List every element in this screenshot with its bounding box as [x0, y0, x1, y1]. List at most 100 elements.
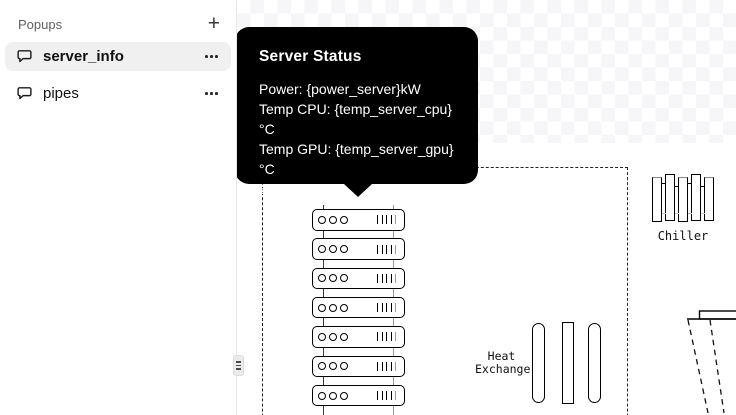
- popups-sidebar: Popups + server_info: [0, 0, 237, 415]
- vent-line-icon: [377, 361, 378, 371]
- chiller-fin: [678, 176, 688, 222]
- heat-exchanger-label: Heat Exchanger: [475, 349, 537, 376]
- chiller-symbol[interactable]: Chiller: [652, 174, 714, 246]
- vent-line-icon: [381, 332, 383, 342]
- led-indicator-icon: [329, 215, 337, 224]
- tooltip-line-power: Power: {power_server}kW: [259, 81, 421, 97]
- heat-exchanger-label-line1: Heat: [487, 349, 516, 363]
- popup-item-label: server_info: [43, 48, 124, 65]
- led-indicator-icon: [329, 391, 337, 400]
- vent-line-icon: [386, 273, 387, 283]
- cooling-tower-symbol[interactable]: [680, 305, 736, 415]
- vent-line-icon: [390, 332, 392, 342]
- tooltip-tail-icon: [344, 184, 372, 197]
- led-indicator-icon: [340, 362, 348, 371]
- led-indicator-icon: [318, 303, 326, 312]
- chiller-tick: [662, 213, 666, 214]
- led-indicator-icon: [340, 303, 348, 312]
- vent-line-icon: [390, 273, 392, 283]
- tower-dashed-side: [709, 319, 725, 414]
- led-indicator-icon: [318, 332, 326, 341]
- item-menu-button[interactable]: [203, 51, 220, 62]
- grip-line-icon: [236, 368, 241, 370]
- chiller-fin: [652, 176, 662, 222]
- add-popup-button[interactable]: +: [207, 12, 220, 35]
- vent-line-icon: [386, 332, 387, 342]
- popup-list: server_info pipes: [0, 42, 236, 108]
- dot-icon: [210, 92, 213, 95]
- led-indicator-icon: [329, 245, 337, 254]
- server-unit: [312, 384, 405, 407]
- heat-exchanger-label-line2: Exchanger: [475, 362, 538, 376]
- heat-exchanger-tube: [532, 323, 545, 403]
- comment-bubble-icon: [16, 48, 33, 65]
- vent-line-icon: [381, 391, 383, 401]
- heat-exchanger-tube: [588, 323, 601, 403]
- vent-line-icon: [386, 361, 387, 371]
- led-indicator-icon: [318, 362, 326, 371]
- sidebar-title: Popups: [18, 16, 63, 32]
- vent-line-icon: [390, 244, 392, 254]
- dot-icon: [205, 92, 208, 95]
- server-unit: [312, 238, 405, 260]
- led-indicator-icon: [340, 215, 348, 224]
- dot-icon: [215, 92, 218, 95]
- tower-dashed-side: [687, 319, 709, 414]
- sidebar-item-server-info[interactable]: server_info: [5, 42, 231, 71]
- led-indicator-icon: [340, 274, 348, 283]
- vent-line-icon: [381, 303, 383, 313]
- grip-line-icon: [236, 361, 241, 363]
- dot-icon: [205, 55, 208, 58]
- vent-line-icon: [395, 273, 396, 283]
- chiller-tick: [675, 213, 679, 214]
- sidebar-header: Popups +: [0, 0, 236, 34]
- vent-line-icon: [377, 391, 378, 401]
- vent-line-icon: [381, 215, 383, 225]
- vent-line-icon: [377, 332, 378, 342]
- vent-line-icon: [395, 244, 396, 254]
- server-unit: [312, 296, 405, 319]
- led-indicator-icon: [329, 362, 337, 371]
- vent-line-icon: [386, 391, 387, 401]
- sidebar-resize-handle[interactable]: [233, 355, 244, 376]
- chiller-fin: [691, 174, 701, 221]
- item-menu-button[interactable]: [203, 88, 220, 99]
- vent-line-icon: [395, 303, 396, 313]
- led-indicator-icon: [329, 274, 337, 283]
- sidebar-item-pipes[interactable]: pipes: [5, 79, 231, 108]
- led-indicator-icon: [340, 391, 348, 400]
- server-unit: [312, 355, 405, 377]
- vent-line-icon: [390, 391, 392, 401]
- server-unit: [312, 326, 405, 348]
- led-indicator-icon: [329, 332, 337, 341]
- vent-line-icon: [386, 215, 387, 225]
- comment-bubble-icon: [16, 85, 33, 102]
- led-indicator-icon: [318, 391, 326, 400]
- chiller-fin: [665, 174, 675, 221]
- chiller-tick: [662, 183, 666, 184]
- led-indicator-icon: [318, 215, 326, 224]
- vent-line-icon: [377, 303, 378, 313]
- vent-line-icon: [381, 244, 383, 254]
- vent-line-icon: [395, 361, 396, 371]
- led-indicator-icon: [329, 303, 337, 312]
- chiller-tick: [688, 213, 692, 214]
- vent-line-icon: [395, 332, 396, 342]
- dot-icon: [210, 55, 213, 58]
- vent-line-icon: [395, 391, 396, 401]
- vent-line-icon: [377, 244, 378, 254]
- led-indicator-icon: [340, 245, 348, 254]
- grip-line-icon: [236, 364, 241, 367]
- chiller-tick: [688, 183, 692, 184]
- led-indicator-icon: [340, 332, 348, 341]
- chiller-fin: [704, 176, 714, 221]
- server-unit: [312, 209, 405, 231]
- server-status-tooltip[interactable]: Server Status Power: {power_server}kW Te…: [237, 27, 478, 197]
- vent-line-icon: [381, 273, 383, 283]
- design-canvas[interactable]: Chiller Heat Exchanger Server Status Pow…: [237, 0, 736, 415]
- vent-line-icon: [377, 273, 378, 283]
- tooltip-body: Power: {power_server}kW Temp CPU: {temp_…: [259, 79, 460, 199]
- vent-line-icon: [390, 361, 392, 371]
- heat-exchanger-tube: [562, 322, 574, 404]
- chiller-label: Chiller: [657, 229, 709, 243]
